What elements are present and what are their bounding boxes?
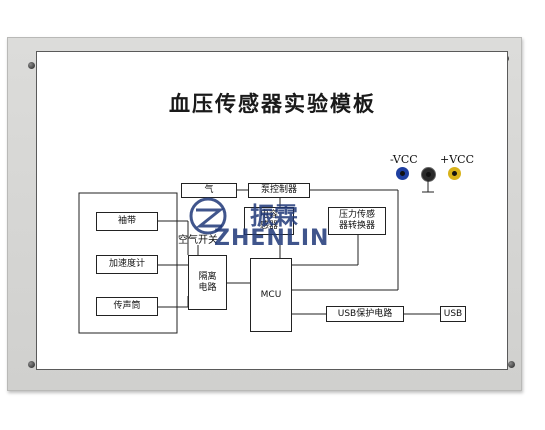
screw-bottom-left [28, 361, 35, 368]
screw-bottom-right [508, 361, 515, 368]
air-switch-label: 空气开关 [178, 235, 218, 246]
usb-block: USB [440, 306, 466, 322]
watermark-en: ZHENLIN [214, 226, 330, 251]
sensor-group-frame [78, 192, 178, 334]
neg-vcc-label: -VCC [390, 153, 418, 166]
watermark-cn: 振霖 [250, 202, 298, 230]
zhenlin-logo-icon [189, 197, 227, 235]
pump-controller-block: 泵控制器 [248, 183, 310, 198]
mcu-block: MCU [250, 258, 292, 332]
pos-vcc-jack[interactable] [448, 167, 461, 180]
sound-tube-block: 传声筒 [96, 297, 158, 316]
isolation-circuit-block: 隔离 电路 [188, 255, 227, 310]
isolation-line2: 电路 [198, 282, 217, 293]
pressure-transducer-block: 压力传感 器转换器 [328, 207, 386, 235]
neg-vcc-jack[interactable] [396, 167, 409, 180]
pressure-line2: 器转换器 [338, 221, 375, 231]
screw-top-left [28, 62, 35, 69]
accelerometer-block: 加速度计 [96, 255, 158, 274]
pos-vcc-label: +VCC [440, 153, 474, 166]
isolation-line1: 隔离 [198, 271, 217, 282]
cap-sensor-line1: 电容 [259, 210, 278, 220]
air-block: 气 [181, 183, 237, 198]
gnd-jack[interactable] [421, 167, 436, 182]
cuff-block: 袖带 [96, 212, 158, 231]
pressure-line1: 压力传感 [338, 210, 375, 220]
panel-title: 血压传感器实验模板 [169, 91, 376, 116]
cap-sensor-line2: 感器 [259, 221, 278, 231]
capacitive-sensor-block: 电容 感器 [244, 207, 294, 235]
usb-protection-block: USB保护电路 [326, 306, 404, 322]
